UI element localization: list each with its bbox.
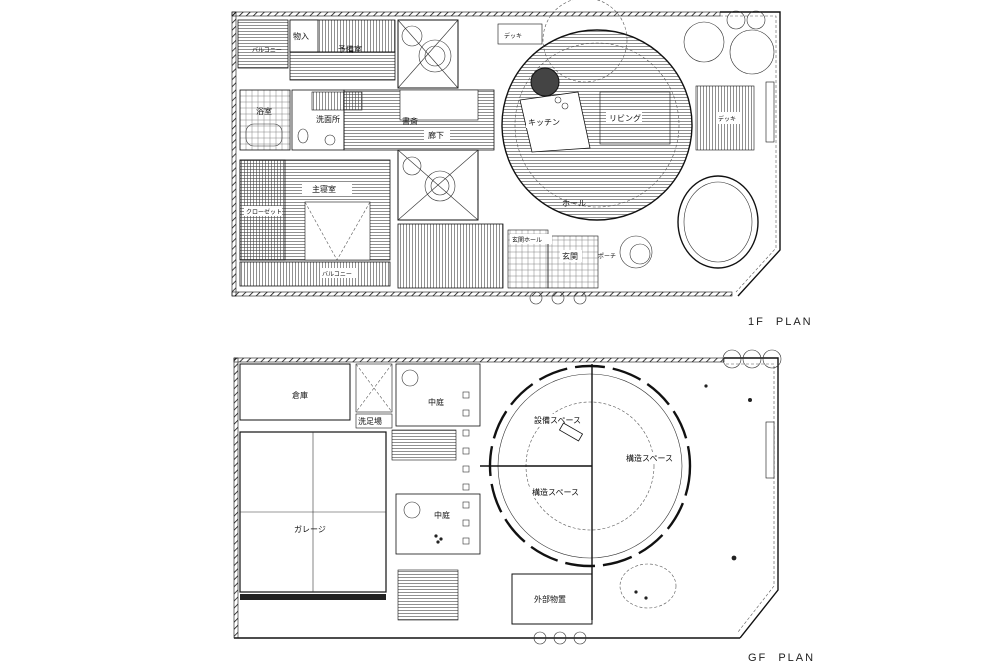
first-floor-plan-title: 1F PLAN: [748, 316, 813, 328]
column-grid: [462, 391, 470, 545]
room-label-master-bedroom: 主寝室: [312, 184, 336, 194]
room-label-courtyard-top: 中庭: [428, 397, 444, 407]
room-label-shoe-washing: 洗足場: [358, 416, 382, 426]
room-label-courtyard-bottom: 中庭: [434, 510, 450, 520]
balcony-bottom-area: [239, 261, 391, 287]
room-label-closet: クローゼット: [246, 208, 282, 216]
room-label-garage: ガレージ: [294, 524, 326, 534]
room-label-hall: ホール: [562, 199, 586, 208]
room-label-study: 書斎: [402, 116, 418, 126]
room-label-kitchen: キッチン: [528, 118, 560, 127]
room-label-balcony-bottom: バルコニー: [322, 271, 352, 278]
room-label-spare-room: 予備室: [338, 44, 362, 54]
room-label-entrance: 玄関: [562, 251, 578, 261]
room-label-balcony-top: バルコニー: [252, 47, 282, 54]
room-label-deck-right: デッキ: [718, 115, 736, 123]
room-label-structure-space-right: 構造スペース: [626, 453, 673, 463]
room-label-warehouse: 倉庫: [292, 390, 308, 400]
room-label-washroom: 洗面所: [316, 114, 340, 124]
room-label-deck-top: デッキ: [504, 32, 522, 40]
balcony-top-area: [237, 19, 289, 69]
room-label-bath: 浴室: [256, 106, 272, 116]
room-label-structure-space-center: 構造スペース: [532, 487, 579, 497]
room-label-porch: ポーチ: [598, 252, 616, 260]
room-label-corridor: 廊下: [428, 130, 444, 140]
room-label-equipment-space: 設備スペース: [534, 415, 581, 425]
ground-floor-plan-title: GF PLAN: [748, 652, 816, 664]
room-label-outdoor-storage: 外部物置: [534, 594, 566, 604]
room-label-storage-small: 物入: [293, 31, 309, 41]
room-label-entrance-hall: 玄関ホール: [512, 236, 542, 244]
room-label-living: リビング: [609, 113, 641, 123]
